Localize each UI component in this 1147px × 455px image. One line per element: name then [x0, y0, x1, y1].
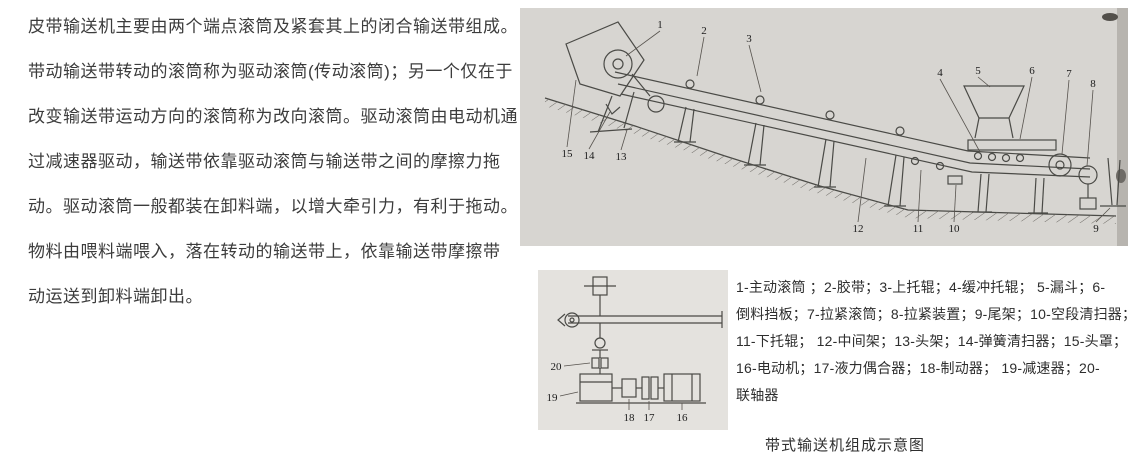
description-line: 物料由喂料端喂入，落在转动的输送带上，依靠输送带摩擦带 [28, 242, 501, 261]
part-label-14: 14 [584, 150, 596, 162]
parts-legend: 1-主动滚筒 ；2-胶带；3-上托辊；4-缓冲托辊； 5-漏斗；6- 倒料挡板；… [736, 270, 1140, 409]
part-label-19: 19 [547, 392, 559, 404]
legend-line: 16-电动机；17-液力偶合器；18-制动器； 19-减速器；20- [736, 360, 1100, 376]
part-label-6: 6 [1029, 65, 1035, 77]
part-label-15: 15 [562, 148, 574, 160]
description-line: 皮带输送机主要由两个端点滚筒及紧套其上的闭合输送带组成。 [28, 17, 518, 36]
description-line: 过减速器驱动，输送带依靠驱动滚筒与输送带之间的摩擦力拖 [28, 152, 501, 171]
part-label-7: 7 [1066, 68, 1072, 80]
drive-unit-svg: 20 19 18 17 16 [547, 276, 723, 424]
drive-frame [557, 276, 723, 358]
part-label-3: 3 [746, 33, 752, 45]
coupling-20 [591, 357, 609, 374]
reducer-19 [579, 373, 622, 402]
part-label-18: 18 [624, 412, 636, 424]
part-label-10: 10 [949, 223, 961, 235]
leader-lines [566, 30, 1111, 223]
belt-cleaner [947, 175, 963, 185]
tail-frame [1100, 157, 1126, 207]
figure-caption: 带式输送机组成示意图 [765, 437, 926, 454]
description-text: 皮带输送机主要由两个端点滚筒及紧套其上的闭合输送带组成。 带动输送带转动的滚筒称… [28, 4, 518, 319]
head-assembly [565, 21, 665, 133]
scan-artifacts [1102, 8, 1128, 246]
part-label-5: 5 [975, 65, 981, 77]
fluid-coupling-17 [641, 376, 664, 400]
part-label-4: 4 [937, 67, 943, 79]
drive-unit-diagram: 20 19 18 17 16 [538, 270, 728, 430]
part-label-1: 1 [657, 19, 663, 31]
conveyor-diagram: 1 2 3 4 5 6 7 8 9 10 11 12 13 14 15 [520, 8, 1128, 246]
part-label-8: 8 [1090, 78, 1096, 90]
description-line: 动运送到卸料端卸出。 [28, 287, 203, 306]
description-line: 动。驱动滚筒一般都装在卸料端，以增大牵引力，有利于拖动。 [28, 197, 518, 216]
part-label-11: 11 [913, 223, 924, 235]
figure-bottom-row: 20 19 18 17 16 1-主动滚筒 ；2-胶带；3-上托辊；4-缓冲托辊… [520, 270, 1140, 430]
lower-idlers [910, 156, 945, 171]
buffer-idlers [973, 151, 1025, 163]
legend-line: 11-下托辊； 12-中间架；13-头架；14-弹簧清扫器；15-头罩； [736, 333, 1128, 349]
brake-18 [621, 378, 642, 398]
motor-16 [663, 373, 701, 402]
legend-line: 倒料挡板；7-拉紧滚筒；8-拉紧装置；9-尾架；10-空段清扫器； [736, 306, 1137, 322]
legend-line: 联轴器 [736, 387, 779, 403]
legend-line: 1-主动滚筒 ；2-胶带；3-上托辊；4-缓冲托辊； 5-漏斗；6- [736, 279, 1106, 295]
part-label-12: 12 [853, 223, 864, 235]
belt-frame [614, 71, 1091, 178]
description-line: 改变输送带运动方向的滚筒称为改向滚筒。驱动滚筒由电动机通 [28, 107, 518, 126]
part-label-9: 9 [1093, 223, 1099, 235]
idler-stands [674, 79, 1048, 214]
description-line: 带动输送带转动的滚筒称为驱动滚筒(传动滚筒)；另一个仅在于 [28, 62, 513, 81]
part-label-20: 20 [551, 361, 563, 373]
hopper [963, 85, 1057, 151]
part-label-13: 13 [616, 151, 628, 163]
ground-hatching [544, 97, 1117, 224]
take-up-assembly [1048, 153, 1098, 210]
detail-leader-lines [559, 362, 683, 410]
figure-area: 1 2 3 4 5 6 7 8 9 10 11 12 13 14 15 [520, 8, 1140, 455]
part-label-17: 17 [644, 412, 656, 424]
part-label-16: 16 [677, 412, 689, 424]
part-label-2: 2 [701, 25, 707, 37]
conveyor-diagram-svg: 1 2 3 4 5 6 7 8 9 10 11 12 13 14 15 [544, 8, 1128, 246]
